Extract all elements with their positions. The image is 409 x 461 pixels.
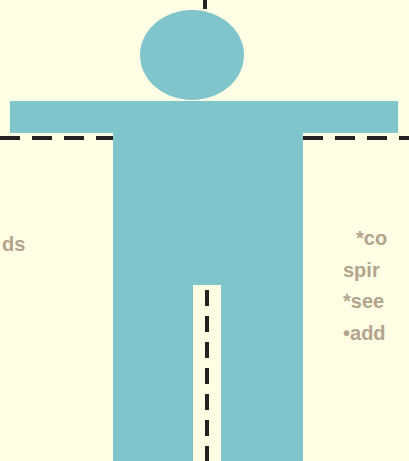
side-note: *co bbox=[356, 228, 387, 248]
dashed-axis-center bbox=[205, 290, 209, 461]
figure-head bbox=[140, 10, 244, 100]
dashed-axis-top bbox=[203, 0, 207, 9]
figure-arms bbox=[10, 101, 398, 133]
side-note: *see bbox=[343, 291, 384, 311]
figure-body bbox=[113, 132, 303, 461]
leg-gap bbox=[193, 285, 221, 461]
side-note: •add bbox=[343, 323, 386, 343]
dashed-axis-left bbox=[0, 136, 113, 140]
dashed-axis-right bbox=[303, 136, 409, 140]
side-note: spir bbox=[343, 260, 380, 280]
side-note: ds bbox=[2, 234, 25, 254]
